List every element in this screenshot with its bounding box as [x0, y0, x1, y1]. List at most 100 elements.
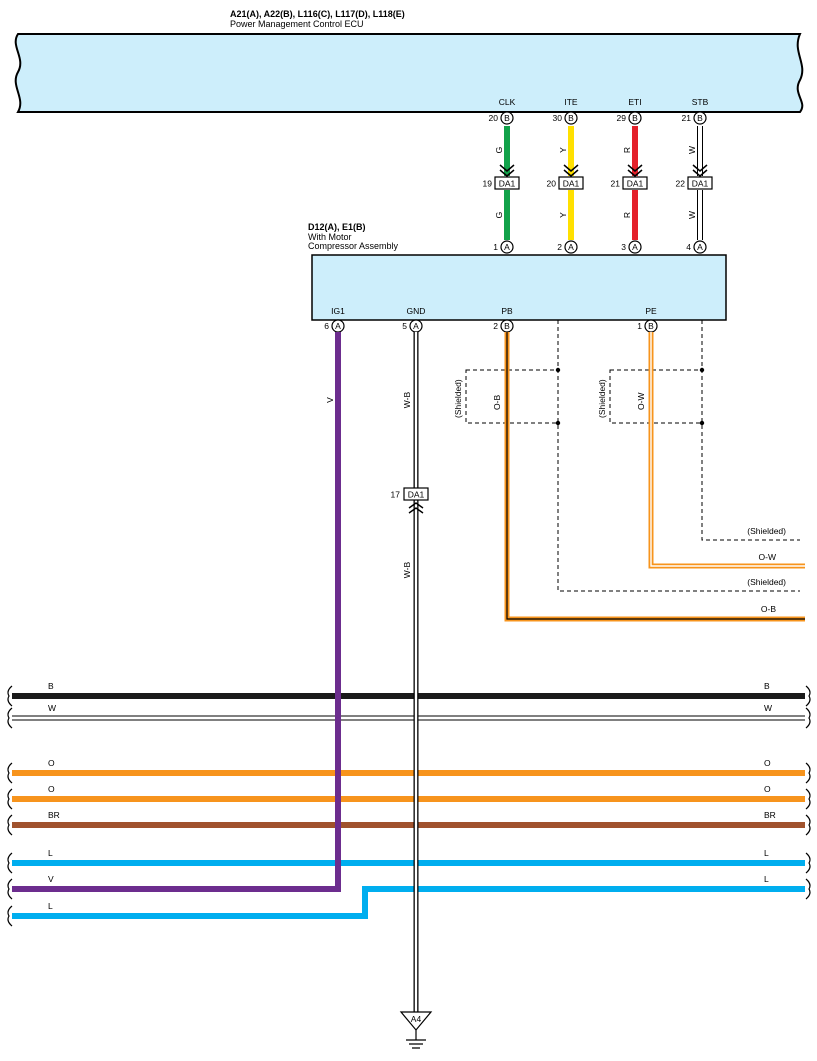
bus-label-right: BR	[764, 810, 776, 820]
bottom-pin-number: 5	[402, 321, 407, 331]
ground-name: A4	[411, 1014, 422, 1024]
wire-color-lower: G	[494, 212, 504, 219]
wire-label-ow-vert: O-W	[636, 393, 646, 410]
shielded-label-right-2: (Shielded)	[747, 577, 786, 587]
comp-pin-conn: A	[697, 242, 703, 252]
bus-label-left: V	[48, 874, 54, 884]
wire-label-ow: O-W	[759, 552, 776, 562]
shield-pb: (Shielded) O-B	[453, 369, 559, 424]
ecu-pin-label: ETI	[628, 97, 641, 107]
bus-label-right: L	[764, 848, 769, 858]
signal-wire-clk: CLKB20GGDA119A1CLK	[483, 97, 520, 268]
comp-pin-number: 2	[557, 242, 562, 252]
bottom-pin-label: PE	[645, 306, 657, 316]
bottom-pin-pb: PB B2	[493, 306, 514, 333]
shield-drain-lines	[557, 320, 800, 592]
bottom-pin-gnd: GND A5	[402, 306, 426, 333]
signal-wires: CLKB20GGDA119A1CLKITEB30YYDA120A2DINETIB…	[483, 97, 713, 268]
wire-color-lower: Y	[558, 212, 568, 218]
bottom-pin-pe: PE B1	[637, 306, 658, 333]
ecu-box	[14, 33, 804, 113]
wire-label-wb-bottom: W-B	[402, 561, 412, 578]
ecu-pin-number: 30	[553, 113, 563, 123]
wire-color-lower: W	[687, 211, 697, 219]
bus-label-left: O	[48, 758, 55, 768]
wire-v-ig1	[12, 332, 341, 892]
bottom-pin-number: 2	[493, 321, 498, 331]
gnd-junction-pin: 17	[391, 490, 401, 500]
junction-name: DA1	[692, 179, 709, 189]
ecu-pin-label: CLK	[499, 97, 516, 107]
bus-label-left: L	[48, 901, 53, 911]
wire-ow	[648, 332, 805, 569]
comp-pin-conn: A	[504, 242, 510, 252]
bus-label-right: O	[764, 784, 771, 794]
ecu-pin-label: ITE	[564, 97, 578, 107]
ecu-pin-number: 20	[489, 113, 499, 123]
wire-label-ob: O-B	[761, 604, 776, 614]
bottom-pin-label: PB	[501, 306, 513, 316]
ecu-pin-conn: B	[504, 113, 510, 123]
comp-pin-number: 4	[686, 242, 691, 252]
comp-pin-number: 1	[493, 242, 498, 252]
wire-label-wb-top: W-B	[402, 391, 412, 408]
ecu-pin-number: 29	[617, 113, 627, 123]
shielded-label-pb: (Shielded)	[453, 379, 463, 418]
ecu-pin-conn: B	[632, 113, 638, 123]
bottom-pin-number: 6	[324, 321, 329, 331]
ecu-pin-conn: B	[568, 113, 574, 123]
ecu-name: Power Management Control ECU	[230, 19, 364, 29]
junction-name: DA1	[499, 179, 516, 189]
wire-ob	[504, 332, 805, 622]
bus-label-right: O	[764, 758, 771, 768]
wire-label-ob-vert: O-B	[492, 395, 502, 410]
bus-label-left: B	[48, 681, 54, 691]
ground-symbol: A4	[399, 1011, 433, 1049]
junction-name: DA1	[563, 179, 580, 189]
comp-pin-number: 3	[621, 242, 626, 252]
compressor-name-line1: With Motor	[308, 232, 352, 242]
bottom-pin-number: 1	[637, 321, 642, 331]
compressor-box	[311, 254, 727, 321]
comp-pin-conn: A	[568, 242, 574, 252]
bus-label-right: L	[764, 874, 769, 884]
compressor-name-line2: Compressor Assembly	[308, 241, 399, 251]
junction-pin: 19	[483, 179, 493, 189]
bus-label-right: W	[764, 703, 772, 713]
ecu-pin-label: STB	[692, 97, 709, 107]
comp-pin-conn: A	[632, 242, 638, 252]
bottom-pin-conn: A	[413, 321, 419, 331]
junction-pin: 22	[676, 179, 686, 189]
bottom-pin-conn: B	[648, 321, 654, 331]
bus-label-right: B	[764, 681, 770, 691]
junction-name: DA1	[627, 179, 644, 189]
bottom-pin-label: IG1	[331, 306, 345, 316]
bus-label-left: O	[48, 784, 55, 794]
ecu-connectors: A21(A), A22(B), L116(C), L117(D), L118(E…	[230, 9, 405, 19]
gnd-junction: DA1 17	[391, 487, 429, 514]
junction-pin: 20	[547, 179, 557, 189]
shielded-label-pe: (Shielded)	[597, 379, 607, 418]
wire-color-lower: R	[622, 212, 632, 218]
wire-color-upper: G	[494, 147, 504, 154]
bus-label-left: L	[48, 848, 53, 858]
shield-junction-dots	[555, 367, 705, 426]
signal-wire-eti: ETIB29RRDA121A3DOUT	[611, 97, 648, 268]
bottom-pin-conn: B	[504, 321, 510, 331]
bus-line-4: BR BR	[7, 810, 811, 836]
wire-label-v: V	[325, 397, 335, 403]
ecu-pin-conn: B	[697, 113, 703, 123]
bottom-pin-conn: A	[335, 321, 341, 331]
bottom-pin-label: GND	[407, 306, 426, 316]
bus-label-left: BR	[48, 810, 60, 820]
bus-line-7: L	[7, 901, 53, 927]
ecu-pin-number: 21	[682, 113, 692, 123]
